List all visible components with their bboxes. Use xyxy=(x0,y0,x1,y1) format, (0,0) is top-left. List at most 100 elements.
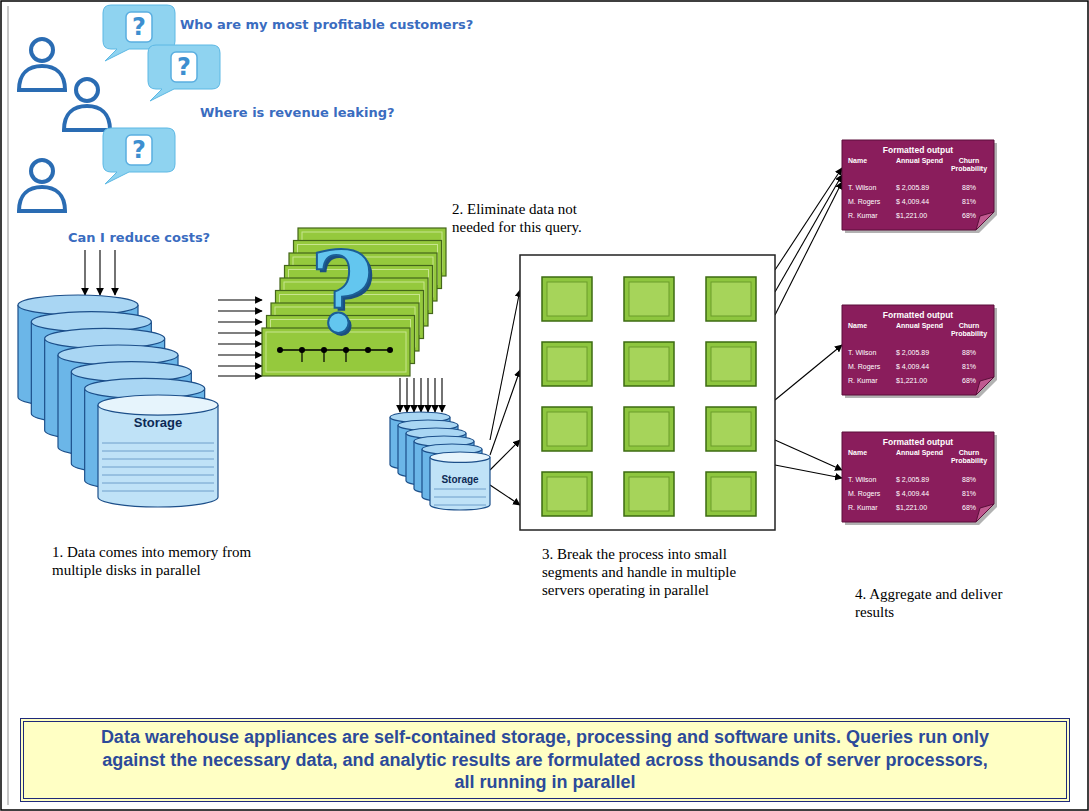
node-text: 81% xyxy=(948,490,990,497)
node-text: M. Rogers xyxy=(848,198,894,205)
server-grid-box xyxy=(520,255,775,530)
node-text: 88% xyxy=(948,349,990,356)
node-text: Formatted output xyxy=(842,310,994,320)
node-text: Annual Spend xyxy=(896,322,946,330)
question-text: Can I reduce costs? xyxy=(68,230,210,246)
flow-arrow xyxy=(413,378,414,412)
node-text: $ 4,009.44 xyxy=(896,363,946,370)
node-text: R. Kumar xyxy=(848,504,894,511)
node-text: T. Wilson xyxy=(848,184,894,191)
disk-line xyxy=(434,497,486,498)
flow-arrow xyxy=(775,168,842,270)
node-text: M. Rogers xyxy=(848,490,894,497)
server-square xyxy=(542,277,592,321)
node-text: $ 2,005.89 xyxy=(896,184,946,191)
bubble-card xyxy=(126,12,152,42)
step-caption: 2. Eliminate data not needed for this qu… xyxy=(452,200,622,236)
flow-arrow xyxy=(218,332,262,333)
cards-node: ?2. Eliminate data not needed for this q… xyxy=(262,228,446,378)
node-text: Storage xyxy=(98,415,218,430)
margin-line xyxy=(7,6,9,805)
node-text: ? xyxy=(126,135,152,165)
server-square xyxy=(542,472,592,516)
server-square xyxy=(624,407,674,451)
node-text: Annual Spend xyxy=(896,449,946,457)
node-text: $1,221.00 xyxy=(896,504,946,511)
server-face xyxy=(629,347,669,381)
flow-arrow xyxy=(406,378,407,412)
record-dot xyxy=(387,347,393,353)
node-text: 68% xyxy=(948,377,990,384)
node-text: $ 2,005.89 xyxy=(896,349,946,356)
record-line xyxy=(280,349,390,351)
node-text: T. Wilson xyxy=(848,476,894,483)
flow-arrow xyxy=(218,365,262,366)
flow-arrow xyxy=(441,378,442,412)
flow-arrow xyxy=(218,375,262,376)
disk-line xyxy=(434,505,486,506)
node-text: 88% xyxy=(948,476,990,483)
server-face xyxy=(547,282,587,316)
person-body xyxy=(19,187,65,211)
person-node: ? Can I reduce costs? xyxy=(15,128,225,250)
caption-text: Data warehouse appliances are self-conta… xyxy=(94,726,996,794)
disk-line xyxy=(102,483,214,484)
node-text: $1,221.00 xyxy=(896,377,946,384)
node-text: ? xyxy=(126,12,152,42)
node-text: Annual Spend xyxy=(896,157,946,165)
server-square xyxy=(706,407,756,451)
person-head xyxy=(76,79,98,101)
node-text: $ 4,009.44 xyxy=(896,490,946,497)
node-text: Name xyxy=(848,322,894,330)
server-face xyxy=(629,282,669,316)
flow-arrow xyxy=(114,250,115,295)
flow-arrow xyxy=(775,465,842,478)
doc-fold xyxy=(976,377,994,395)
server-square xyxy=(624,342,674,386)
person-node: ?Where is revenue leaking? xyxy=(60,45,225,130)
flow-arrow xyxy=(490,290,520,440)
bubble-card xyxy=(171,52,197,82)
flow-arrow xyxy=(420,378,421,412)
person-icon xyxy=(64,79,110,130)
node-text: ? xyxy=(302,238,382,348)
flow-arrow xyxy=(490,440,520,470)
server-face xyxy=(629,412,669,446)
disk-line xyxy=(102,475,214,476)
node-outline xyxy=(390,412,490,510)
server-face xyxy=(711,477,751,511)
flow-arrow xyxy=(399,378,400,412)
person-head xyxy=(31,39,53,61)
node-text: R. Kumar xyxy=(848,377,894,384)
node-text: Churn Probability xyxy=(948,157,990,173)
node-text: 88% xyxy=(948,184,990,191)
disk-line xyxy=(102,459,214,460)
disk-line xyxy=(102,451,214,452)
node-text: $1,221.00 xyxy=(896,212,946,219)
flow-arrow xyxy=(775,345,842,400)
server-square xyxy=(624,277,674,321)
doc-node: Formatted outputNameAnnual SpendChurn Pr… xyxy=(842,432,994,522)
node-text: 68% xyxy=(948,212,990,219)
disk-line xyxy=(102,491,214,492)
node-text: 68% xyxy=(948,504,990,511)
person-icon xyxy=(19,39,65,90)
step-caption: 3. Break the process into small segments… xyxy=(542,545,772,599)
server-square xyxy=(706,342,756,386)
flow-arrow xyxy=(427,378,428,412)
node-outline xyxy=(18,295,218,507)
server-face xyxy=(629,477,669,511)
server-square xyxy=(542,407,592,451)
output-document xyxy=(842,432,994,522)
person-body xyxy=(64,106,110,130)
step-caption: 1. Data comes into memory from multiple … xyxy=(52,543,267,579)
node-text: Storage xyxy=(430,474,490,485)
server-square xyxy=(542,342,592,386)
node-text: $ 4,009.44 xyxy=(896,198,946,205)
node-text: Formatted output xyxy=(842,145,994,155)
record-tick xyxy=(345,350,346,362)
speech-bubble xyxy=(148,45,220,101)
disk-line xyxy=(434,489,486,490)
